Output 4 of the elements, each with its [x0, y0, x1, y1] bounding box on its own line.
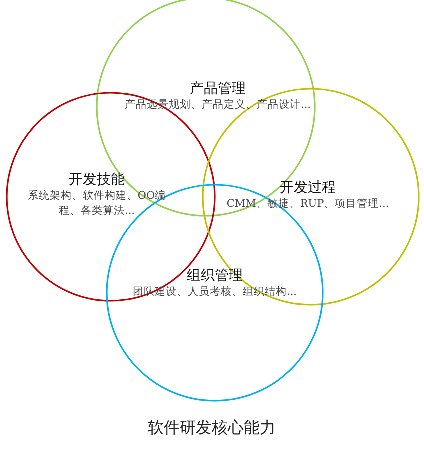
circle-heading: 开发过程	[279, 179, 337, 197]
circle-heading: 产品管理	[189, 80, 247, 98]
circle-heading: 开发技能	[68, 171, 126, 189]
diagram-title: 软件研发核心能力	[147, 418, 277, 439]
